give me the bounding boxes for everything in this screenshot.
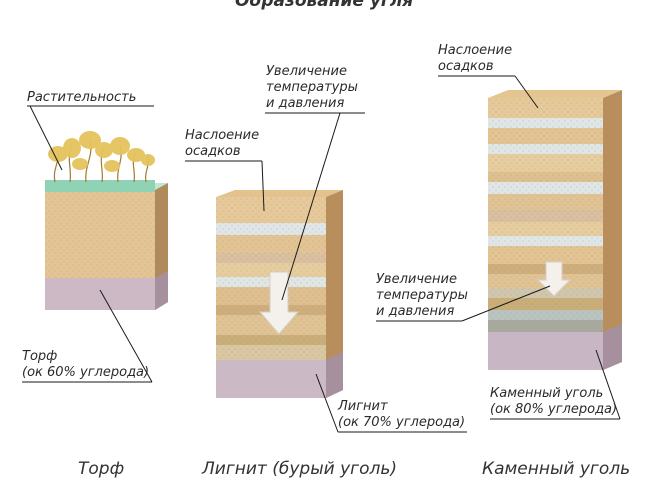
peat-product-carbon: (ок 60% углерода) [22,365,150,380]
caption-peat: Торф [78,459,125,479]
coal-block-side [603,90,622,370]
coal-product-name: Каменный уголь [490,386,604,401]
lignite-block [216,190,343,398]
lignite-sediment-label-2: осадков [185,144,241,159]
coal-sediment-label-2: осадков [438,59,494,74]
lignite-pressure-arrow [258,271,300,335]
vegetation-foliage [48,131,155,172]
lignite-pressure-label-3: и давления [266,96,345,111]
coal-block-top [488,90,622,98]
lignite-product-carbon: (ок 70% углерода) [338,415,466,430]
coal-block [488,90,622,370]
coal-pressure-label-3: и давления [376,304,455,319]
vegetation-label: Растительность [27,90,137,105]
lignite-block-side [326,190,343,398]
diagram-title: Образование угля [235,0,414,11]
lignite-block-top [216,190,343,197]
coal-pressure-label-1: Увеличение [376,272,457,287]
lignite-sediment-label-1: Наслоение [185,128,260,143]
peat-block [45,180,168,310]
caption-lignite: Лигнит (бурый уголь) [202,459,397,479]
leader-lines [22,75,621,433]
coal-pressure-label-2: температуры [376,288,468,303]
peat-grass-strip [45,180,155,192]
lignite-pressure-label-2: температуры [266,80,358,95]
lignite-pressure-label-1: Увеличение [266,64,347,79]
coal-sediment-label-1: Наслоение [438,43,513,58]
peat-layer-base [45,278,155,310]
lignite-product-name: Лигнит [338,399,388,414]
caption-coal: Каменный уголь [482,459,631,479]
peat-product-name: Торф [22,349,58,364]
coal-product-carbon: (ок 80% углерода) [490,402,618,417]
